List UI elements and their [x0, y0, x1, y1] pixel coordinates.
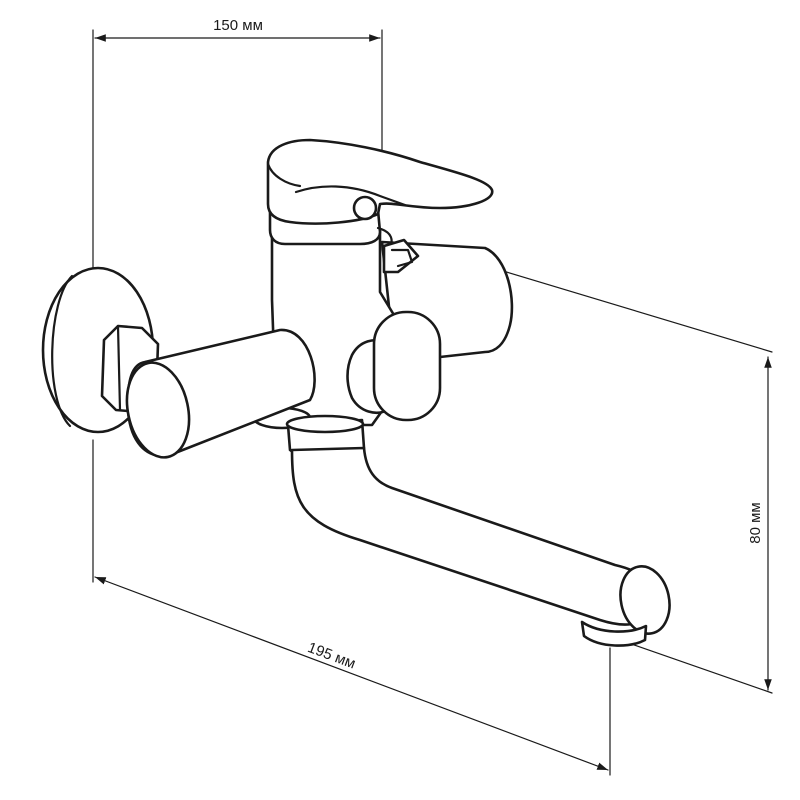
hex-nut-edge — [116, 324, 122, 412]
collar-top — [285, 414, 365, 434]
flange-rim-shade — [51, 274, 74, 428]
lever-handle — [266, 138, 494, 225]
dimension-150: 150 мм — [92, 17, 383, 271]
lever-pivot-screw — [352, 195, 378, 221]
spout — [290, 446, 652, 626]
extension-line-spout-outlet — [619, 639, 773, 694]
left-arm-end — [125, 361, 191, 459]
aerator — [580, 620, 648, 647]
diverter-knob — [346, 310, 442, 422]
dimension-label-80: 80 мм — [747, 502, 764, 543]
dimension-line-195 — [94, 576, 609, 771]
spout-end — [619, 565, 671, 635]
diverter-handle — [372, 310, 442, 422]
lever-inner-edge — [294, 185, 407, 207]
faucet — [41, 138, 671, 647]
lever-front-edge — [266, 162, 302, 188]
dimension-label-150: 150 мм — [213, 17, 263, 34]
dimension-label-195: 195 мм — [305, 639, 358, 672]
notch-detail — [390, 248, 414, 268]
